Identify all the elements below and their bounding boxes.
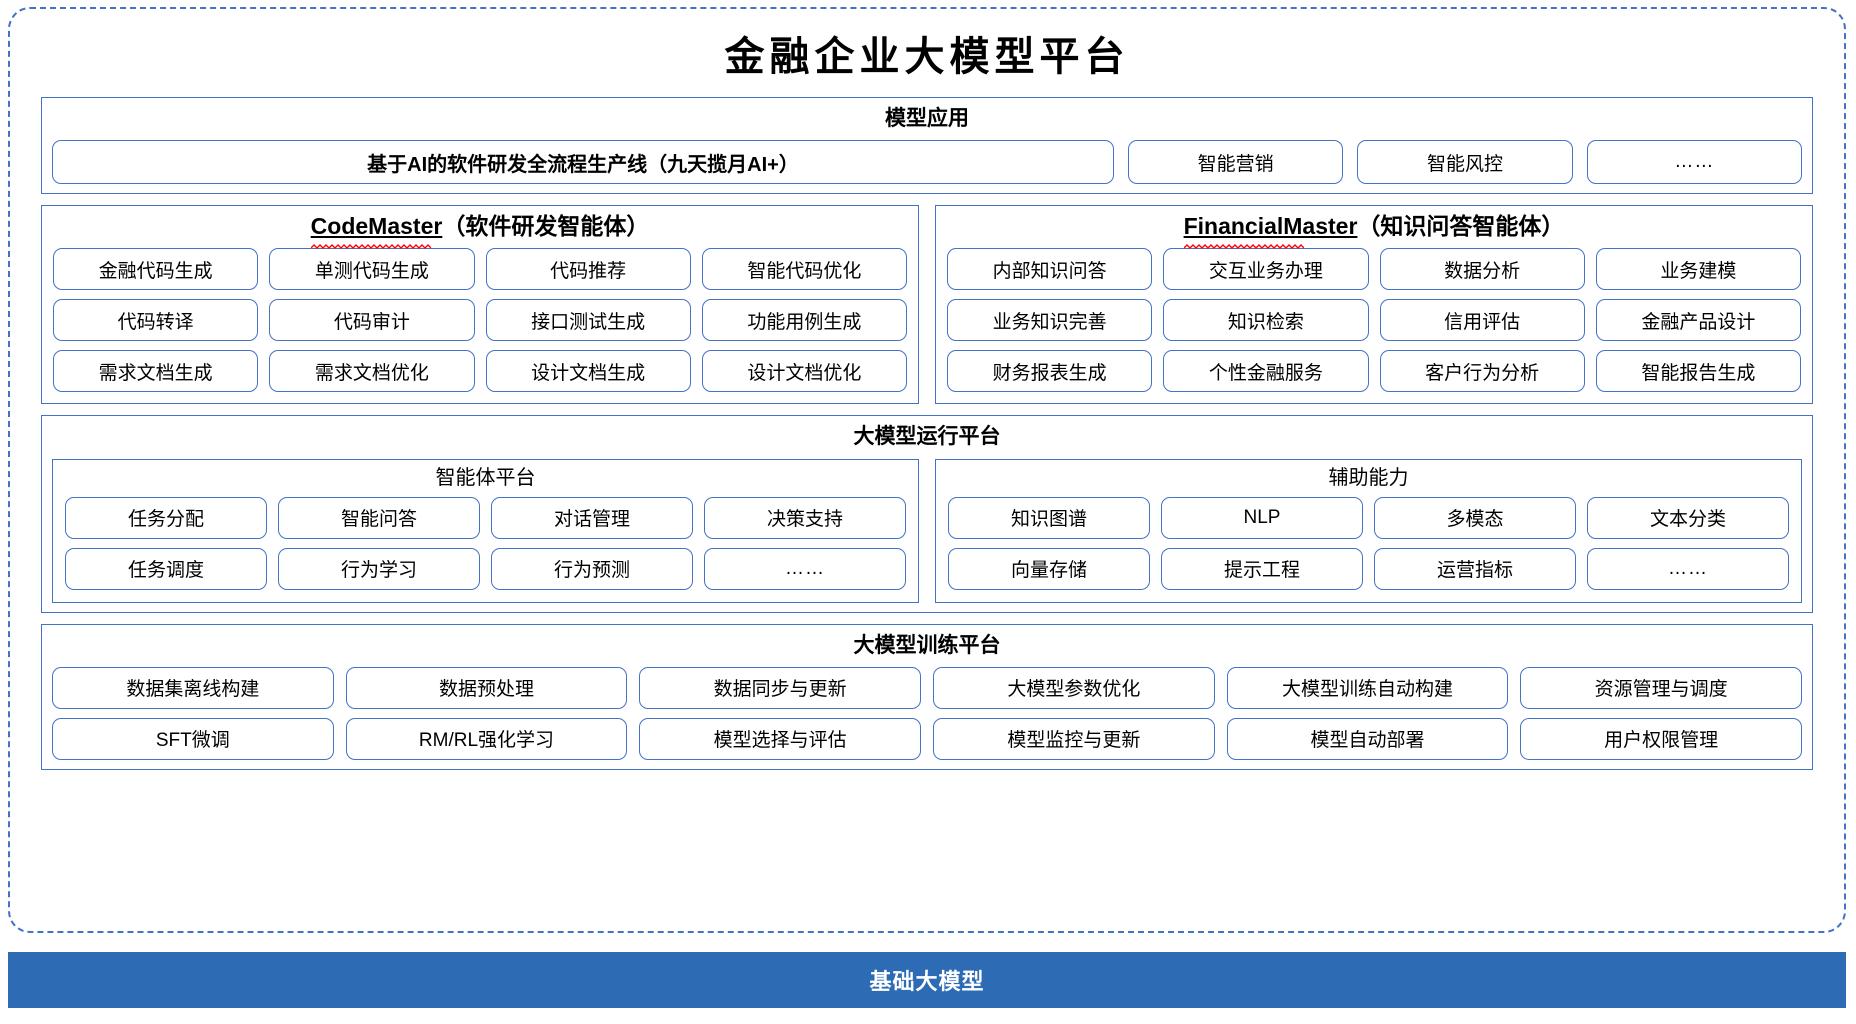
runtime-columns: 智能体平台 任务分配 智能问答 对话管理 决策支持 任务调度 行为学习 行为预测… xyxy=(52,458,1802,603)
page-title: 金融企业大模型平台 xyxy=(724,33,1130,80)
capability-chip[interactable]: 业务知识完善 xyxy=(947,299,1153,342)
capability-chip[interactable]: 智能报告生成 xyxy=(1595,350,1801,393)
runtime-subtitle-support-capability: 辅助能力 xyxy=(1328,466,1409,489)
application-chip-more[interactable]: …… xyxy=(1586,140,1802,185)
capability-chip[interactable]: 客户行为分析 xyxy=(1379,350,1585,393)
layer-runtime-platform: 大模型运行平台 智能体平台 任务分配 智能问答 对话管理 决策支持 任务调度 行… xyxy=(41,415,1813,613)
runtime-column-support-capability: 辅助能力 知识图谱 NLP 多模态 文本分类 向量存储 提示工程 运营指标 …… xyxy=(935,458,1802,603)
runtime-chip[interactable]: 多模态 xyxy=(1374,496,1576,539)
training-chip[interactable]: 资源管理与调度 xyxy=(1520,666,1802,709)
capability-chip[interactable]: 设计文档生成 xyxy=(485,350,691,393)
capability-chip[interactable]: 代码推荐 xyxy=(485,248,691,291)
runtime-chip[interactable]: 文本分类 xyxy=(1587,496,1789,539)
capability-chip[interactable]: 知识检索 xyxy=(1163,299,1369,342)
application-chip-pipeline[interactable]: 基于AI的软件研发全流程生产线（九天揽月AI+） xyxy=(52,140,1114,185)
agent-name-financialmaster-en: FinancialMaster xyxy=(1183,212,1357,250)
agent-name-codemaster-en: CodeMaster xyxy=(310,212,442,250)
training-chip[interactable]: 数据预处理 xyxy=(345,666,628,709)
training-chip[interactable]: 模型监控与更新 xyxy=(932,717,1215,760)
training-chip-grid: 数据集离线构建 数据预处理 数据同步与更新 大模型参数优化 大模型训练自动构建 … xyxy=(52,666,1802,760)
spellcheck-squiggle-icon xyxy=(310,244,431,250)
capability-chip[interactable]: 需求文档生成 xyxy=(53,350,259,393)
runtime-chip[interactable]: 决策支持 xyxy=(704,496,906,539)
capability-chip[interactable]: 数据分析 xyxy=(1379,248,1585,291)
layer-title-runtime: 大模型运行平台 xyxy=(853,425,1001,449)
runtime-chip[interactable]: 提示工程 xyxy=(1161,547,1363,590)
layer-model-applications: 模型应用 基于AI的软件研发全流程生产线（九天揽月AI+） 智能营销 智能风控 … xyxy=(41,97,1813,195)
layer-title-training: 大模型训练平台 xyxy=(853,633,1001,657)
capability-chip[interactable]: 金融产品设计 xyxy=(1595,299,1801,342)
capability-chip[interactable]: 需求文档优化 xyxy=(269,350,475,393)
agent-name-codemaster-cn: （软件研发智能体） xyxy=(442,213,650,240)
runtime-chip[interactable]: 行为预测 xyxy=(491,547,693,590)
runtime-chip[interactable]: 任务分配 xyxy=(65,496,267,539)
agent-capability-grid-financialmaster: 内部知识问答 交互业务办理 数据分析 业务建模 业务知识完善 知识检索 信用评估… xyxy=(947,248,1801,393)
runtime-subtitle-agent-platform: 智能体平台 xyxy=(435,466,536,489)
capability-chip[interactable]: 信用评估 xyxy=(1379,299,1585,342)
runtime-chip[interactable]: 运营指标 xyxy=(1374,547,1576,590)
capability-chip[interactable]: 功能用例生成 xyxy=(701,299,907,342)
layer-title-applications: 模型应用 xyxy=(885,107,969,130)
runtime-chip-grid-agent-platform: 任务分配 智能问答 对话管理 决策支持 任务调度 行为学习 行为预测 …… xyxy=(65,496,906,590)
capability-chip[interactable]: 个性金融服务 xyxy=(1163,350,1369,393)
agent-capability-grid-codemaster: 金融代码生成 单测代码生成 代码推荐 智能代码优化 代码转译 代码审计 接口测试… xyxy=(53,248,907,393)
capability-chip[interactable]: 代码审计 xyxy=(269,299,475,342)
application-chip-risk-control[interactable]: 智能风控 xyxy=(1357,140,1573,185)
training-chip[interactable]: 大模型参数优化 xyxy=(932,666,1215,709)
capability-chip[interactable]: 单测代码生成 xyxy=(269,248,475,291)
spellcheck-squiggle-icon xyxy=(1183,244,1304,250)
capability-chip[interactable]: 代码转译 xyxy=(53,299,259,342)
training-chip[interactable]: 数据集离线构建 xyxy=(52,666,334,709)
agent-title-codemaster: CodeMaster（软件研发智能体） xyxy=(53,212,907,250)
runtime-column-agent-platform: 智能体平台 任务分配 智能问答 对话管理 决策支持 任务调度 行为学习 行为预测… xyxy=(52,458,919,603)
training-chip[interactable]: 数据同步与更新 xyxy=(639,666,921,709)
capability-chip[interactable]: 金融代码生成 xyxy=(53,248,259,291)
layer-agents: CodeMaster（软件研发智能体） 金融代码生成 单测代码生成 代码推荐 智… xyxy=(41,205,1813,405)
capability-chip[interactable]: 接口测试生成 xyxy=(485,299,691,342)
capability-chip[interactable]: 智能代码优化 xyxy=(701,248,907,291)
capability-chip[interactable]: 财务报表生成 xyxy=(947,350,1153,393)
runtime-chip[interactable]: 向量存储 xyxy=(948,547,1150,590)
agent-name-financialmaster-cn: （知识问答智能体） xyxy=(1357,213,1565,240)
training-chip[interactable]: RM/RL强化学习 xyxy=(345,717,628,760)
agent-panel-codemaster: CodeMaster（软件研发智能体） 金融代码生成 单测代码生成 代码推荐 智… xyxy=(41,205,919,405)
runtime-chip[interactable]: 任务调度 xyxy=(65,547,267,590)
runtime-chip-more[interactable]: …… xyxy=(704,547,906,590)
runtime-chip[interactable]: 智能问答 xyxy=(278,496,480,539)
application-chip-marketing[interactable]: 智能营销 xyxy=(1128,140,1344,185)
training-chip[interactable]: 模型自动部署 xyxy=(1226,717,1509,760)
foundation-model-bar: 基础大模型 xyxy=(8,952,1846,1008)
agent-title-financialmaster: FinancialMaster（知识问答智能体） xyxy=(947,212,1801,250)
capability-chip[interactable]: 交互业务办理 xyxy=(1163,248,1369,291)
runtime-chip[interactable]: 对话管理 xyxy=(491,496,693,539)
training-chip[interactable]: 模型选择与评估 xyxy=(639,717,921,760)
runtime-chip-more[interactable]: …… xyxy=(1587,547,1789,590)
training-chip[interactable]: SFT微调 xyxy=(52,717,334,760)
capability-chip[interactable]: 设计文档优化 xyxy=(701,350,907,393)
runtime-chip[interactable]: NLP xyxy=(1161,496,1363,539)
capability-chip[interactable]: 内部知识问答 xyxy=(947,248,1153,291)
runtime-chip[interactable]: 行为学习 xyxy=(278,547,480,590)
training-chip[interactable]: 用户权限管理 xyxy=(1520,717,1802,760)
capability-chip[interactable]: 业务建模 xyxy=(1595,248,1801,291)
diagram-frame: 金融企业大模型平台 模型应用 基于AI的软件研发全流程生产线（九天揽月AI+） … xyxy=(8,7,1846,933)
layer-training-platform: 大模型训练平台 数据集离线构建 数据预处理 数据同步与更新 大模型参数优化 大模… xyxy=(41,623,1813,770)
runtime-chip[interactable]: 知识图谱 xyxy=(948,496,1150,539)
application-chip-row: 基于AI的软件研发全流程生产线（九天揽月AI+） 智能营销 智能风控 …… xyxy=(52,140,1802,185)
runtime-chip-grid-support-capability: 知识图谱 NLP 多模态 文本分类 向量存储 提示工程 运营指标 …… xyxy=(948,496,1789,590)
training-chip[interactable]: 大模型训练自动构建 xyxy=(1226,666,1509,709)
agent-panel-financialmaster: FinancialMaster（知识问答智能体） 内部知识问答 交互业务办理 数… xyxy=(935,205,1813,405)
